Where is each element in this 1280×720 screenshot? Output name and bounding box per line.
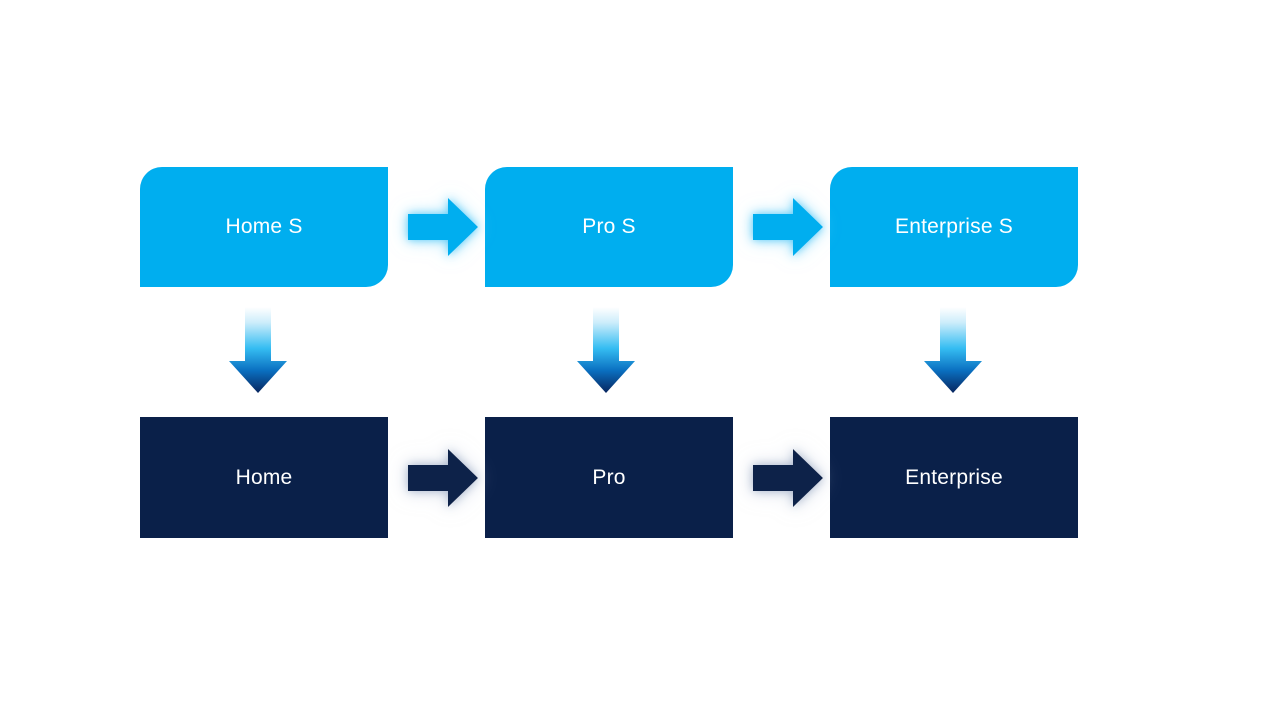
arrow-home-to-pro <box>398 441 484 515</box>
right-arrow-icon <box>408 198 478 256</box>
arrow-home-s-to-pro-s <box>398 190 484 264</box>
right-arrow-icon <box>753 449 823 507</box>
down-arrow-icon <box>229 307 287 393</box>
down-arrow-icon <box>924 307 982 393</box>
right-arrow-icon <box>753 198 823 256</box>
node-pro[interactable]: Pro <box>485 417 733 538</box>
node-pro-label: Pro <box>592 465 626 489</box>
node-home-s[interactable]: Home S <box>140 167 388 287</box>
right-arrow-icon <box>408 449 478 507</box>
node-home-label: Home <box>235 465 293 489</box>
arrow-enterprise-s-to-enterprise <box>920 305 986 397</box>
node-pro-s-label: Pro S <box>582 215 636 239</box>
arrow-pro-s-to-pro <box>573 305 639 397</box>
arrow-pro-to-enterprise <box>743 441 829 515</box>
down-arrow-icon <box>577 307 635 393</box>
node-enterprise-label: Enterprise <box>905 465 1003 489</box>
node-enterprise-s-label: Enterprise S <box>895 215 1013 239</box>
node-home-s-label: Home S <box>225 215 303 239</box>
arrow-pro-s-to-enterprise-s <box>743 190 829 264</box>
node-pro-s[interactable]: Pro S <box>485 167 733 287</box>
node-enterprise-s[interactable]: Enterprise S <box>830 167 1078 287</box>
node-home[interactable]: Home <box>140 417 388 538</box>
node-enterprise[interactable]: Enterprise <box>830 417 1078 538</box>
arrow-home-s-to-home <box>225 305 291 397</box>
